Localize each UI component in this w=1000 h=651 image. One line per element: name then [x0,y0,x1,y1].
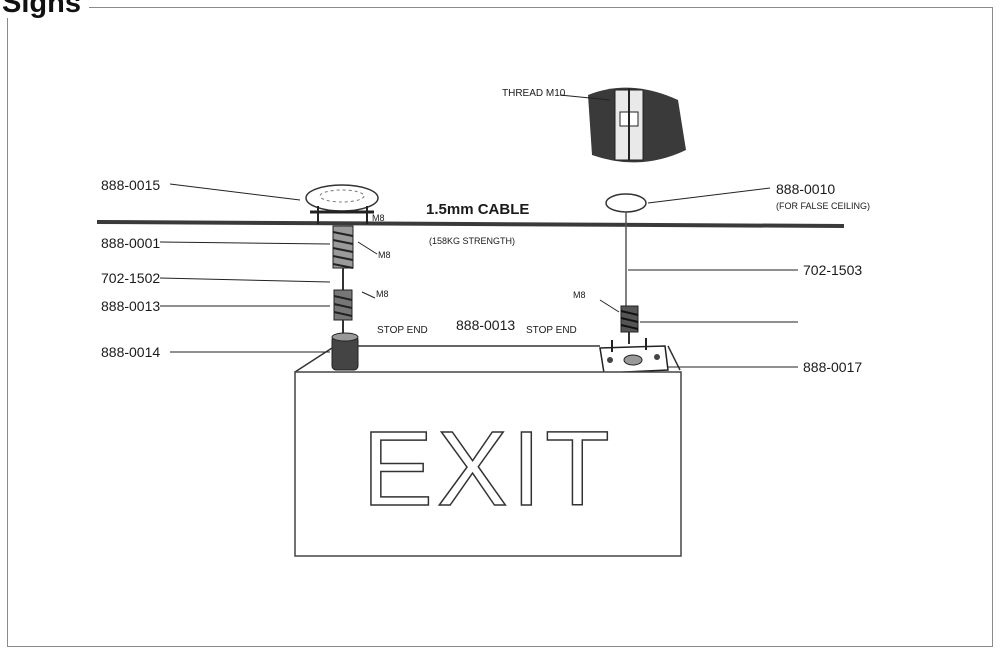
spring-888-0001 [332,225,354,290]
label-702-1502: 702-1502 [101,270,160,286]
label-m8-c: M8 [376,289,389,299]
label-m8-d: M8 [573,290,586,300]
label-stop-end-right: STOP END [526,325,577,336]
label-cable-strength: (158KG STRENGTH) [429,236,515,246]
cable-line [96,220,845,228]
stop-end-888-0014 [331,332,359,371]
label-m8-a: M8 [372,213,385,223]
label-stop-end-left: STOP END [377,325,428,336]
canopy-888-0015 [305,184,379,224]
label-888-0017: 888-0017 [803,359,862,375]
canopy-888-0010 [605,193,647,306]
label-false-ceiling: (FOR FALSE CEILING) [776,201,870,211]
leader-lines [159,183,798,368]
exit-sign-box [294,345,682,557]
label-thread-m10: THREAD M10 [502,88,566,99]
label-888-0013-left: 888-0013 [101,298,160,314]
mounting-plate-888-0017 [599,338,669,374]
gripper-888-0013-left [333,289,353,334]
label-888-0010: 888-0010 [776,181,835,197]
label-702-1503: 702-1503 [803,262,862,278]
label-888-0015: 888-0015 [101,177,160,193]
label-888-0001: 888-0001 [101,235,160,251]
section-title: Signs [0,0,89,18]
ceiling-thread-bracket [559,87,686,163]
gripper-right [620,305,639,344]
label-888-0014: 888-0014 [101,344,160,360]
label-m8-b: M8 [378,250,391,260]
exit-text: EXIT [362,410,614,528]
label-888-0013-mid: 888-0013 [456,317,515,333]
label-cable: 1.5mm CABLE [426,201,529,218]
